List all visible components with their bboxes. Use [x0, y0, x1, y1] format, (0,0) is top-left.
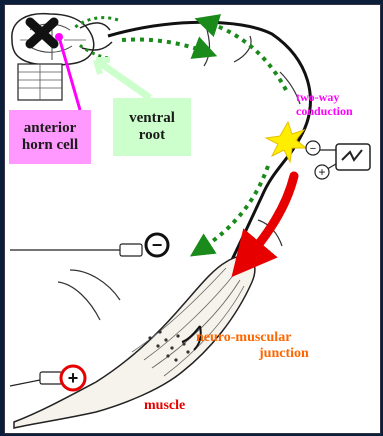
stim-positive-sign: +: [318, 165, 325, 179]
neuromuscular-junction-label: neuro-muscular junction: [196, 330, 309, 362]
two-way-conduction-label: two-way conduction: [296, 91, 353, 119]
stimulus-star-icon: [266, 122, 306, 162]
twoway-label-line2: conduction: [296, 104, 353, 118]
recording-electrode-top: [120, 244, 142, 256]
antidromic-arrow-root: [122, 40, 206, 53]
recording-electrode-bottom: [40, 372, 62, 384]
recording-lead-bottom: [10, 380, 40, 386]
stim-negative-sign: −: [310, 143, 316, 155]
ventral-label-line2: root: [139, 127, 165, 144]
anterior-label-line2: horn cell: [22, 137, 78, 154]
ventral-root-pointer: [96, 60, 150, 98]
nmj-label-line1: neuro-muscular: [196, 330, 291, 345]
twoway-label-line1: two-way: [296, 90, 339, 104]
ventral-label-line1: ventral: [129, 110, 175, 127]
nmj-label-line2: junction: [196, 346, 309, 362]
ventral-root-label: ventral root: [113, 98, 191, 156]
recording-negative-sign: −: [152, 235, 163, 255]
anterior-horn-cell-label: anterior horn cell: [9, 110, 91, 164]
recording-positive-sign: +: [68, 368, 79, 388]
cord-section-stack: [18, 64, 62, 100]
anterior-label-line1: anterior: [24, 120, 76, 137]
antidromic-arrow-top: [206, 22, 286, 90]
muscle-label: muscle: [144, 398, 185, 414]
